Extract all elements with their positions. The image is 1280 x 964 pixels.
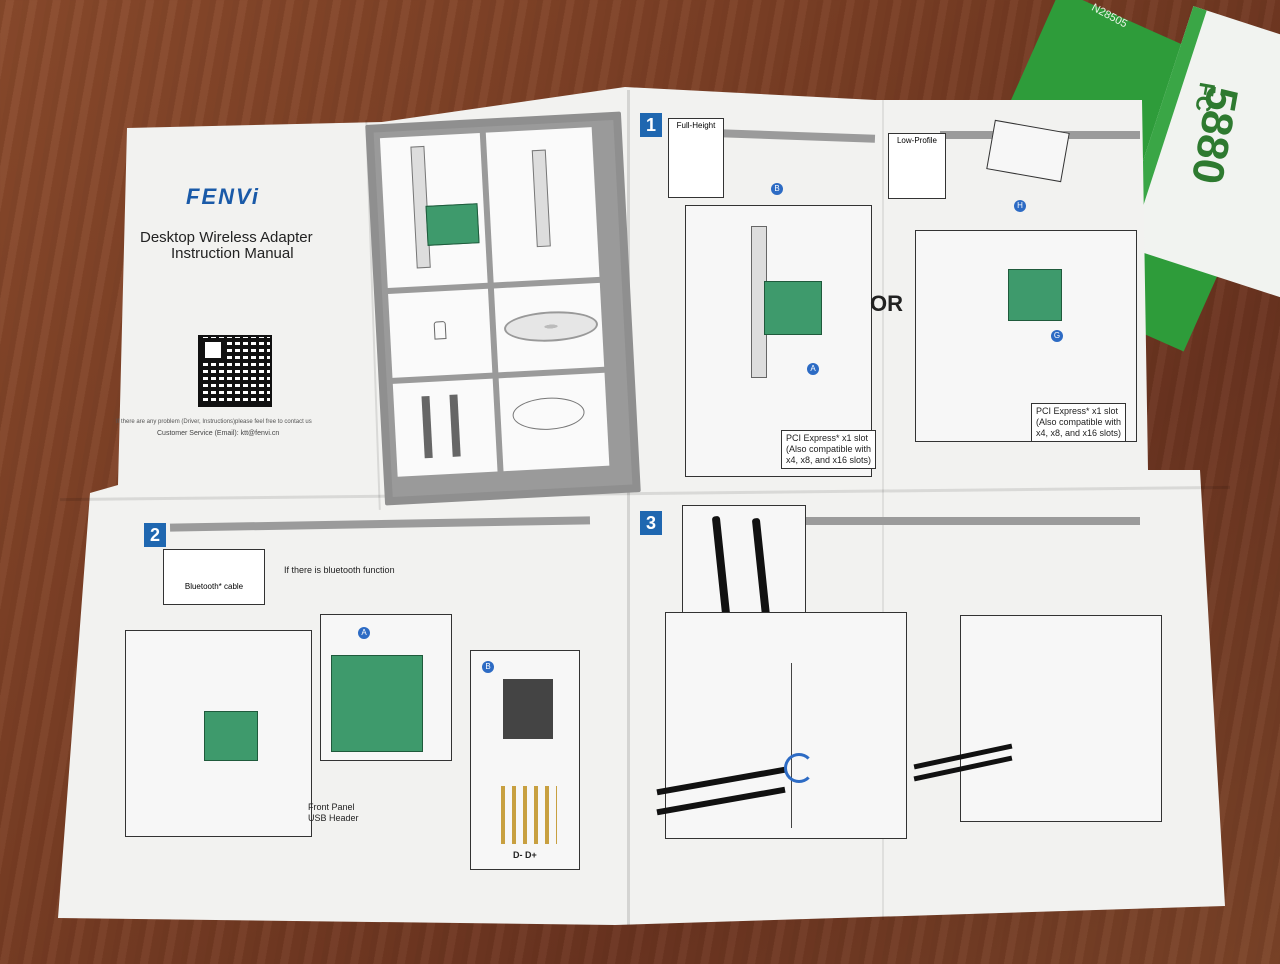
bluetooth-cable-cell — [498, 372, 610, 472]
antennas-thumbnail — [682, 505, 806, 627]
bluetooth-note: If there is bluetooth function — [284, 565, 395, 575]
screw-cell — [388, 288, 493, 378]
pc-case-rear-illustration — [913, 615, 1162, 822]
antennas-cell — [392, 378, 498, 477]
fcc-logo: FC — [1190, 80, 1221, 114]
antenna-attach-illustration — [656, 612, 907, 839]
callout-a: A — [807, 363, 819, 375]
customer-service: Customer Service (Email): ktt@fenvi.cn — [157, 430, 280, 437]
callout-b: B — [771, 183, 783, 195]
callout-g: G — [1051, 330, 1063, 342]
section-bar — [805, 517, 1140, 525]
or-divider: OR — [870, 291, 903, 316]
package-contents-grid — [365, 111, 641, 506]
bluetooth-cable-thumbnail: Bluetooth* cable — [163, 549, 265, 605]
pcie-slot-label-low-profile: PCI Express* x1 slot (Also compatible wi… — [1031, 403, 1127, 442]
manual-subtitle: Instruction Manual — [171, 245, 294, 262]
brand-logo: FENVi — [186, 184, 260, 209]
fold-line — [882, 100, 884, 920]
support-note: If there are any problem (Driver, Instru… — [116, 419, 312, 425]
callout-b: B — [482, 661, 494, 673]
front-panel-label: Front Panel — [308, 802, 355, 812]
driver-cd-icon — [503, 309, 599, 344]
low-profile-bracket-cell — [485, 127, 600, 283]
bluetooth-cable-label: Bluetooth* cable — [184, 582, 244, 591]
full-height-thumbnail: Full-Height — [668, 118, 724, 198]
full-height-label: Full-Height — [676, 121, 716, 130]
manual-title: Desktop Wireless Adapter — [140, 229, 313, 246]
low-profile-thumbnail: Low-Profile — [888, 133, 946, 199]
bluetooth-connector-detail — [320, 614, 452, 761]
step-number: 2 — [144, 523, 166, 547]
fold-line — [627, 90, 630, 925]
pcie-slot-label: PCI Express* x1 slot (Also compatible wi… — [781, 430, 877, 469]
low-profile-label: Low-Profile — [896, 136, 937, 145]
qr-code — [198, 335, 272, 407]
pc-case-illustration — [125, 630, 312, 837]
driver-cd-cell — [493, 282, 605, 373]
callout-a: A — [358, 627, 370, 639]
step-number: 3 — [640, 511, 662, 535]
bracket-with-card-cell — [379, 132, 488, 289]
pin-labels: D- D+ — [513, 850, 537, 860]
usb-header-label: USB Header — [308, 813, 359, 823]
step-number: 1 — [640, 113, 662, 137]
usb-header-detail — [470, 650, 580, 870]
callout-h: H — [1014, 200, 1026, 212]
